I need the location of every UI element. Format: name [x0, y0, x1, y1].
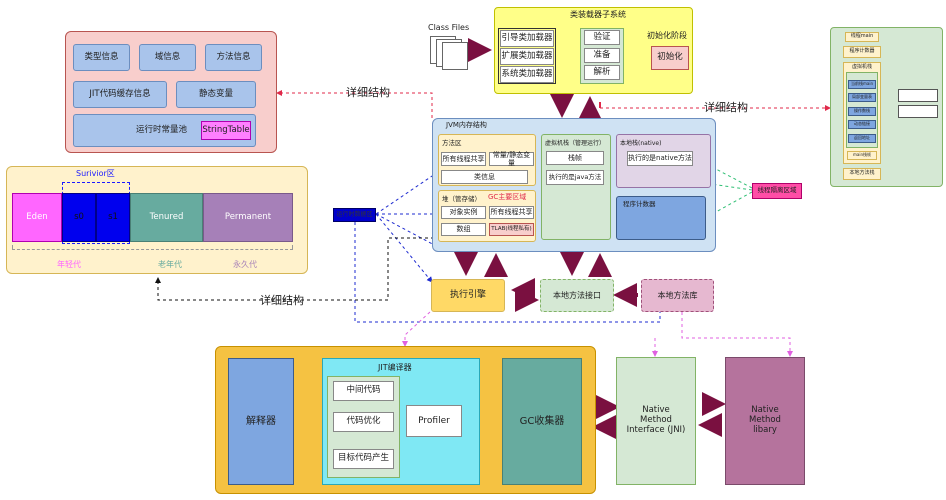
- gc-main-label: GC主要区域: [488, 193, 527, 201]
- jit-title: JIT编译器: [378, 363, 412, 372]
- string-table-box: StringTable: [201, 121, 251, 140]
- native-stack-label: 本地栈(native): [620, 140, 662, 147]
- tenured-box: Tenured: [130, 193, 203, 242]
- bootstrap-loader-box: 引导类加载器: [500, 30, 554, 47]
- field-info-box: 域信息: [139, 44, 196, 71]
- type-info-box: 类型信息: [73, 44, 130, 71]
- heap-shared-box: 所有线程共享: [489, 206, 534, 219]
- permanent-box: Permanent: [203, 193, 293, 242]
- s0-box: s0: [62, 193, 96, 242]
- jit-cache-box: JIT代码缓存信息: [73, 81, 167, 108]
- thread-side-box-1: [898, 89, 938, 102]
- local-vars-box: 局部变量表: [848, 93, 876, 102]
- runtime-pool-box: 运行时常量池: [73, 114, 256, 147]
- target-gen-box: 目标代码产生: [333, 449, 394, 469]
- method-info-box: 方法信息: [205, 44, 262, 71]
- thread-native-stack-box: 本地方法栈: [843, 168, 881, 180]
- method-shared-box: 所有线程共享: [441, 152, 486, 166]
- vm-stack-box: [541, 134, 611, 240]
- heap-label: 堆（管存储）: [442, 195, 481, 203]
- detail-label-method-area: 详细结构: [346, 86, 390, 99]
- interpreter-box: 解释器: [228, 358, 294, 485]
- verify-box: 验证: [584, 30, 620, 45]
- thread-side-box-2: [898, 105, 938, 118]
- detail-label-heap: 详细结构: [260, 294, 304, 307]
- native-library-box: Native Method libary: [725, 357, 805, 485]
- const-static-box: 常量/静态变量: [489, 151, 534, 167]
- init-box: 初始化: [651, 46, 689, 70]
- static-vars-box: 静态变量: [176, 81, 256, 108]
- main-frame-box: main栈帧: [847, 151, 877, 160]
- profiler-box: Profiler: [406, 405, 462, 437]
- thread-main-box: 线程main: [845, 32, 879, 42]
- class-loader-title: 类装载器子系统: [570, 10, 626, 19]
- gc-collector-box: GC收集器: [502, 358, 582, 485]
- detail-label-thread: 详细结构: [704, 101, 748, 114]
- jni-box: Native Method Interface (JNI): [616, 357, 696, 485]
- exec-engine-box: 执行引擎: [431, 279, 505, 312]
- pc-box: 程序计数器: [616, 196, 706, 240]
- thread-vm-stack-label: 虚拟机栈: [851, 64, 872, 70]
- class-files-label: Class Files: [428, 23, 470, 32]
- operand-stack-box: 操作数栈: [848, 107, 876, 116]
- eden-box: Eden: [12, 193, 62, 242]
- resolve-box: 解析: [584, 65, 620, 80]
- thread-pc-box: 程序计数器: [843, 46, 881, 58]
- system-loader-box: 系统类加载器: [500, 66, 554, 83]
- runtime-data-area-box: 运行时数据区: [333, 208, 376, 222]
- intermediate-code-box: 中间代码: [333, 381, 394, 401]
- old-gen-label: 老年代: [158, 260, 182, 269]
- loader-group: [498, 28, 556, 84]
- young-gen-label: 年轻代: [57, 260, 81, 269]
- code-optimize-box: 代码优化: [333, 412, 394, 432]
- s1-box: s1: [96, 193, 130, 242]
- survivor-label: Surivior区: [76, 169, 115, 178]
- native-lib-box: 本地方法库: [641, 279, 714, 312]
- vm-stack-label: 虚拟机栈（管理运行）: [545, 140, 606, 147]
- extension-loader-box: 扩展类加载器: [500, 48, 554, 65]
- class-files-icon: [430, 36, 470, 70]
- java-method-box: 执行的是java方法: [546, 170, 604, 185]
- thread-private-box: 线程隔离区域: [752, 183, 802, 199]
- gen-divider: [12, 245, 293, 250]
- frame-main-label: 当前栈main: [848, 80, 876, 89]
- dynamic-link-box: 动态链接: [848, 120, 876, 129]
- native-interface-box: 本地方法接口: [540, 279, 614, 312]
- pc-label: 程序计数器: [623, 200, 656, 208]
- class-info-box: 类信息: [441, 170, 528, 184]
- perm-gen-label: 永久代: [233, 260, 257, 269]
- method-area-label: 方法区: [442, 139, 462, 147]
- runtime-pool-label: 运行时常量池: [136, 124, 188, 135]
- prepare-box: 准备: [584, 48, 620, 63]
- obj-instance-box: 对象实例: [441, 206, 486, 219]
- stack-frame-box: 栈帧: [546, 151, 604, 165]
- tlab-box: TLAB(线程私有): [489, 223, 534, 236]
- jvm-memory-title: JVM内存结构: [446, 121, 487, 129]
- native-method-box: 执行的是native方法: [627, 151, 693, 166]
- array-box: 数组: [441, 223, 486, 236]
- return-addr-box: 返回地址: [848, 134, 876, 143]
- init-phase-label: 初始化阶段: [647, 31, 687, 40]
